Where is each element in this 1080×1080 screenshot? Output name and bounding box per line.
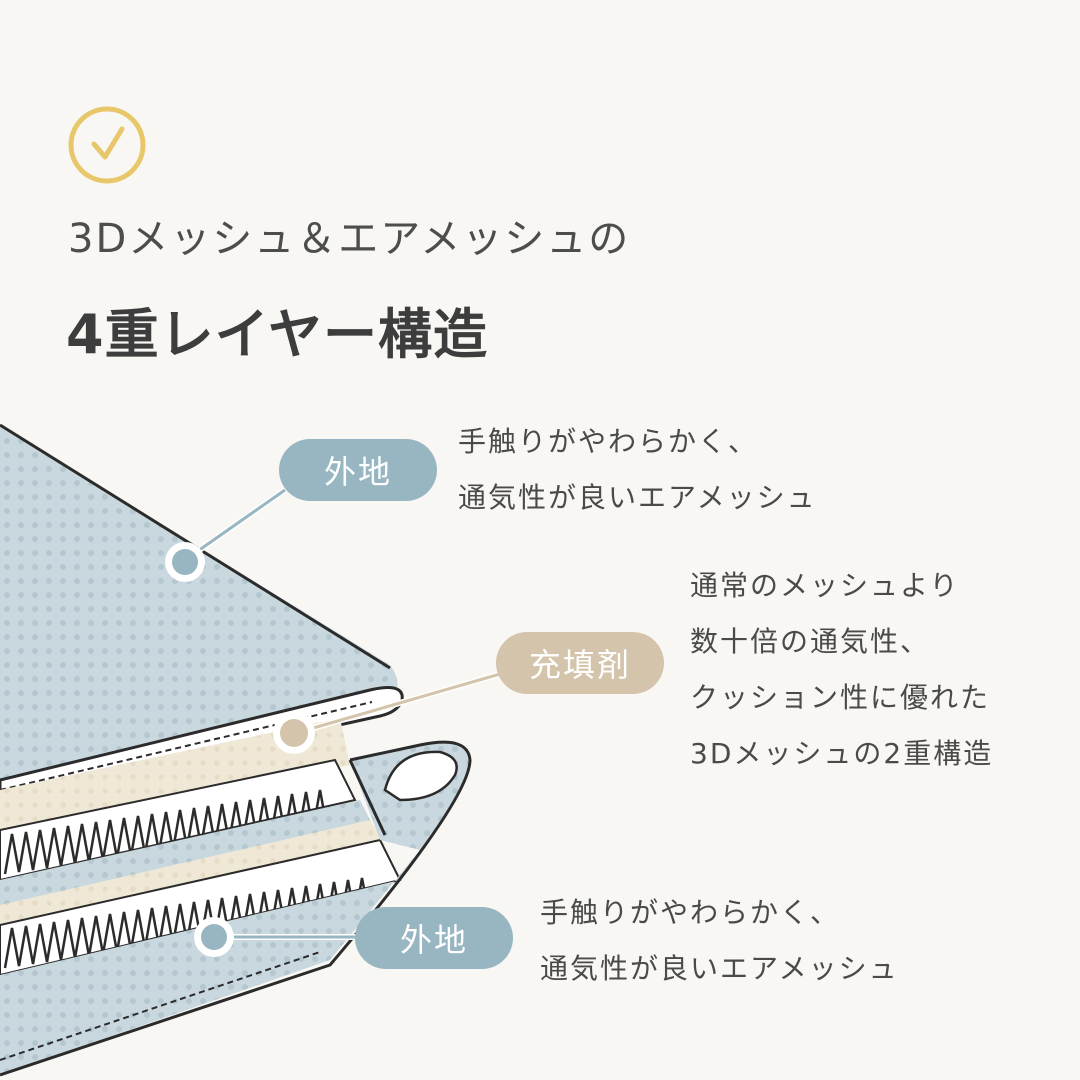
desc-line: 通気性が良いエアメッシュ bbox=[458, 481, 817, 514]
desc-line: 通気性が良いエアメッシュ bbox=[540, 952, 899, 985]
page-title: 4重レイヤー構造 bbox=[66, 303, 488, 366]
desc-line: 通常のメッシュより bbox=[690, 569, 960, 602]
desc-line: 手触りがやわらかく、 bbox=[540, 896, 841, 929]
desc-outer-bottom: 手触りがやわらかく、 通気性が良いエアメッシュ bbox=[540, 885, 899, 997]
desc-outer-top: 手触りがやわらかく、 通気性が良いエアメッシュ bbox=[458, 414, 817, 526]
desc-line: 数十倍の通気性、 bbox=[690, 625, 931, 658]
desc-line: クッション性に優れた bbox=[690, 681, 991, 714]
desc-filling: 通常のメッシュより 数十倍の通気性、 クッション性に優れた 3Dメッシュの2重構… bbox=[690, 558, 993, 782]
check-circle-icon bbox=[68, 106, 146, 184]
tag-filling: 充填剤 bbox=[496, 632, 664, 694]
subtitle: 3Dメッシュ＆エアメッシュの bbox=[68, 216, 631, 262]
desc-line: 3Dメッシュの2重構造 bbox=[690, 737, 994, 770]
tag-outer-bottom: 外地 bbox=[355, 907, 513, 969]
tag-outer-top: 外地 bbox=[279, 439, 437, 501]
desc-line: 手触りがやわらかく、 bbox=[458, 425, 759, 458]
